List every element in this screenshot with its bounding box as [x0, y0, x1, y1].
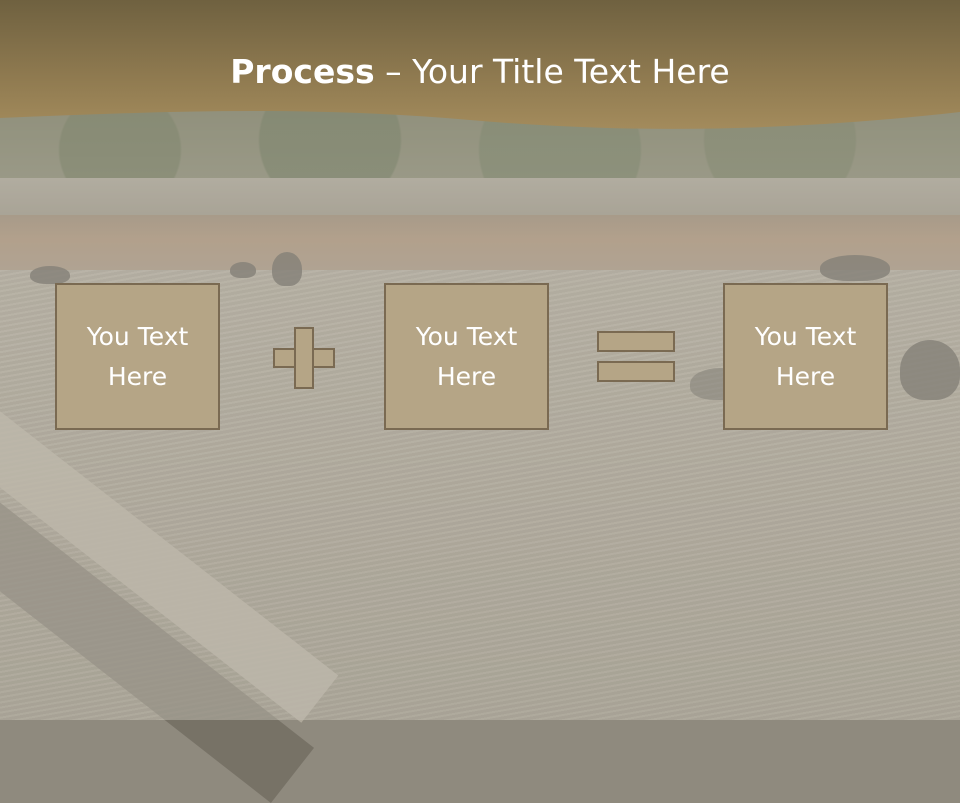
- background-roof: [0, 178, 960, 218]
- title-banner: [0, 0, 960, 129]
- process-box-1[interactable]: You Text Here: [55, 283, 220, 430]
- rock: [272, 252, 302, 286]
- rock: [820, 255, 890, 281]
- background-wall: [0, 215, 960, 275]
- process-box-2-text: You Text Here: [415, 321, 518, 391]
- plus-icon: [273, 327, 335, 389]
- process-box-3-text: You Text Here: [754, 321, 857, 391]
- slide-title-separator: –: [374, 52, 413, 91]
- slide-title: Process – Your Title Text Here: [0, 52, 960, 91]
- slide-title-rest: Your Title Text Here: [412, 52, 730, 91]
- equals-icon: [597, 331, 677, 383]
- rock: [230, 262, 256, 278]
- process-box-2[interactable]: You Text Here: [384, 283, 549, 430]
- rock: [900, 340, 960, 400]
- process-box-1-text: You Text Here: [86, 321, 189, 391]
- rock: [30, 266, 70, 284]
- process-box-3[interactable]: You Text Here: [723, 283, 888, 430]
- slide-title-bold: Process: [230, 52, 375, 91]
